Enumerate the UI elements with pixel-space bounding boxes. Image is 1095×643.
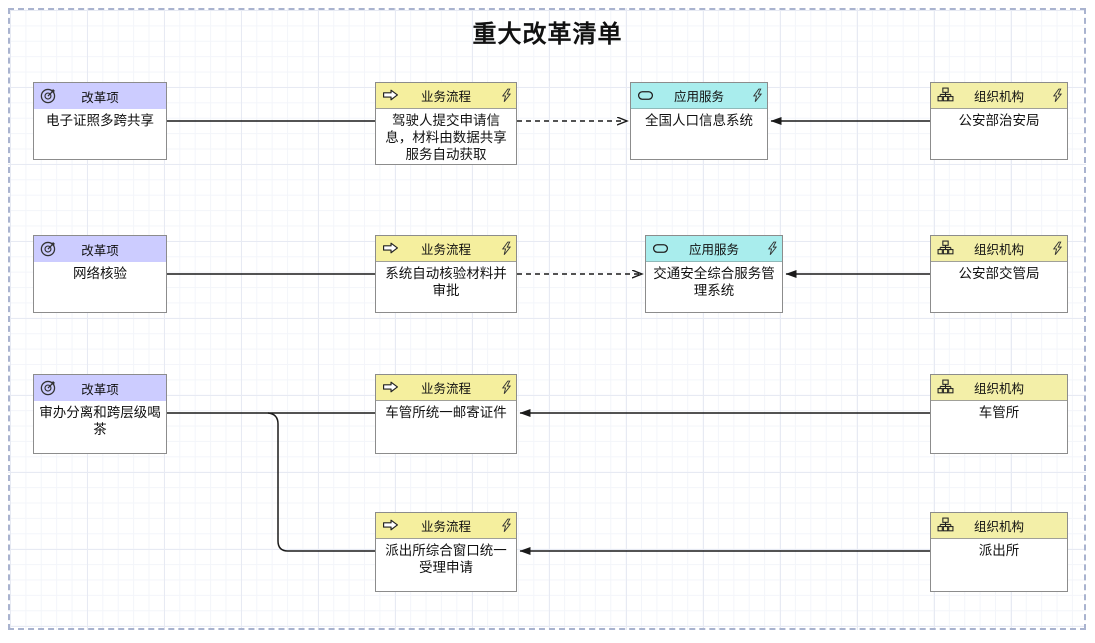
node-name: 车管所统一邮寄证件: [385, 405, 507, 420]
node-type-label: 组织机构: [973, 520, 1024, 534]
arrow-right-icon: [383, 381, 398, 393]
page-title: 重大改革清单: [472, 21, 623, 48]
node-header: 改革项: [34, 83, 166, 109]
node-reform-item-2[interactable]: 改革项 网络核验: [33, 235, 167, 313]
node-type-label: 组织机构: [973, 382, 1024, 396]
org-chart-icon: [937, 517, 954, 532]
node-name: 系统自动核验材料并审批: [385, 266, 507, 298]
node-process-4[interactable]: 业务流程 派出所综合窗口统一受理申请: [375, 512, 517, 592]
node-name: 车管所: [978, 405, 1020, 420]
org-chart-icon: [937, 240, 954, 255]
node-type-label: 业务流程: [420, 90, 471, 104]
node-header: 组织机构: [931, 375, 1067, 401]
node-type-label: 应用服务: [673, 90, 724, 104]
lightning-icon: [501, 518, 512, 533]
node-name: 审办分离和跨层级喝茶: [39, 405, 161, 437]
node-name: 全国人口信息系统: [645, 113, 753, 128]
node-name: 网络核验: [73, 266, 127, 281]
node-reform-item-3[interactable]: 改革项 审办分离和跨层级喝茶: [33, 374, 167, 454]
node-header: 组织机构: [931, 513, 1067, 539]
node-name: 交通安全综合服务管理系统: [653, 266, 775, 298]
node-type-label: 组织机构: [973, 90, 1024, 104]
node-type-label: 改革项: [81, 243, 119, 258]
node-header: 业务流程: [376, 513, 516, 539]
node-process-3[interactable]: 业务流程 车管所统一邮寄证件: [375, 374, 517, 454]
node-type-label: 业务流程: [420, 243, 471, 257]
target-icon: [40, 241, 56, 257]
org-chart-icon: [937, 87, 954, 102]
node-appservice-1[interactable]: 应用服务 全国人口信息系统: [630, 82, 768, 160]
node-name: 派出所: [978, 543, 1020, 558]
node-type-label: 改革项: [81, 90, 119, 105]
node-type-label: 组织机构: [973, 243, 1024, 257]
node-reform-item-1[interactable]: 改革项 电子证照多跨共享: [33, 82, 167, 160]
rounded-rect-icon: [652, 244, 669, 253]
lightning-icon: [501, 380, 512, 395]
lightning-icon: [501, 88, 512, 103]
node-header: 业务流程: [376, 236, 516, 262]
rounded-rect-icon: [637, 91, 654, 100]
node-type-label: 业务流程: [420, 382, 471, 396]
target-icon: [40, 88, 56, 104]
node-header: 组织机构: [931, 236, 1067, 262]
node-header: 业务流程: [376, 83, 516, 109]
node-org-3[interactable]: 组织机构 车管所: [930, 374, 1068, 454]
node-name: 驾驶人提交申请信息，材料由数据共享服务自动获取: [385, 113, 507, 162]
node-header: 组织机构: [931, 83, 1067, 109]
node-header: 改革项: [34, 375, 166, 401]
node-name: 派出所综合窗口统一受理申请: [385, 543, 507, 575]
node-type-label: 改革项: [81, 382, 119, 397]
node-header: 业务流程: [376, 375, 516, 401]
node-header: 应用服务: [646, 236, 782, 262]
arrow-right-icon: [383, 242, 398, 254]
node-name: 公安部治安局: [958, 113, 1040, 128]
node-type-label: 业务流程: [420, 520, 471, 534]
node-header: 应用服务: [631, 83, 767, 109]
diagram-canvas[interactable]: [8, 8, 1086, 630]
node-org-2[interactable]: 组织机构 公安部交管局: [930, 235, 1068, 313]
node-appservice-2[interactable]: 应用服务 交通安全综合服务管理系统: [645, 235, 783, 313]
lightning-icon: [752, 88, 763, 103]
node-name: 公安部交管局: [958, 266, 1040, 281]
target-icon: [40, 380, 56, 396]
node-process-2[interactable]: 业务流程 系统自动核验材料并审批: [375, 235, 517, 313]
arrow-right-icon: [383, 519, 398, 531]
node-type-label: 应用服务: [688, 243, 739, 257]
lightning-icon: [1052, 241, 1063, 256]
node-org-4[interactable]: 组织机构 派出所: [930, 512, 1068, 592]
arrow-right-icon: [383, 89, 398, 101]
lightning-icon: [501, 241, 512, 256]
org-chart-icon: [937, 379, 954, 394]
lightning-icon: [767, 241, 778, 256]
node-process-1[interactable]: 业务流程 驾驶人提交申请信息，材料由数据共享服务自动获取: [375, 82, 517, 165]
node-header: 改革项: [34, 236, 166, 262]
node-name: 电子证照多跨共享: [46, 113, 154, 128]
lightning-icon: [1052, 88, 1063, 103]
node-org-1[interactable]: 组织机构 公安部治安局: [930, 82, 1068, 160]
connector-reform3-process4[interactable]: [267, 412, 375, 552]
